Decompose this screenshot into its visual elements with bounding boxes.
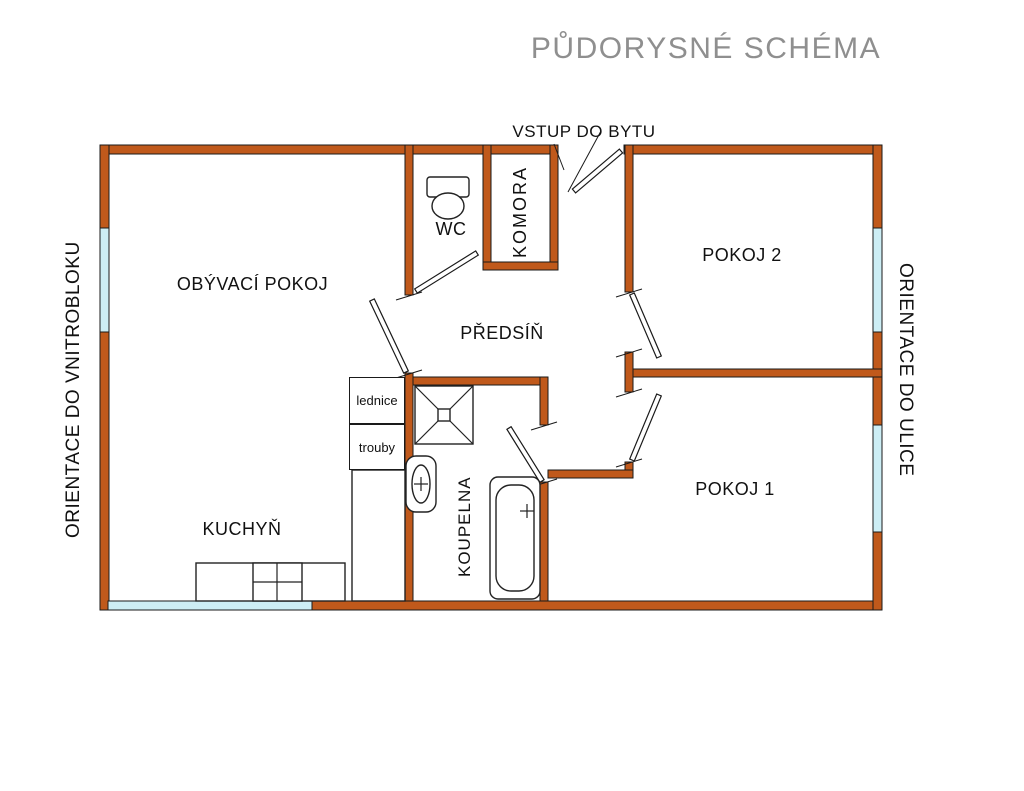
shower-icon [414, 385, 474, 445]
window-left [99, 227, 110, 333]
living-room-door [368, 298, 410, 374]
living-room-label: OBÝVACÍ POKOJ [176, 274, 329, 294]
kitchen-counter [195, 469, 406, 602]
page-title: PŮDORYSNÉ SCHÉMA [530, 32, 882, 65]
entrance-door-jamb [553, 143, 565, 171]
window-right-upper [872, 227, 883, 333]
entrance-label: VSTUP DO BYTU [512, 122, 656, 141]
washbasin-icon [405, 455, 437, 513]
room1-label: POKOJ 1 [695, 479, 775, 499]
room1-door-jamb-bottom [615, 458, 643, 468]
kitchen-unit [351, 469, 406, 602]
living-divider-wall-top [404, 144, 414, 296]
rooms-wall-mid [624, 351, 634, 393]
room2-door-jamb-bottom [615, 348, 643, 358]
hall-label: PŘEDSÍŇ [460, 323, 544, 343]
rooms-wall-top [624, 144, 634, 293]
window-bottom [107, 600, 313, 611]
fridge-label: lednice [356, 393, 398, 408]
room1-door [628, 393, 663, 462]
bathtub-icon [489, 476, 541, 600]
living-door-jamb-top [395, 291, 423, 301]
window-right-lower [872, 424, 883, 533]
bath-door-jamb-top [530, 421, 558, 431]
pantry-bottom-wall [482, 261, 559, 271]
wc-label: WC [435, 219, 467, 239]
toilet-bowl [431, 192, 465, 220]
room2-label: POKOJ 2 [702, 245, 782, 265]
bathroom-door [506, 425, 545, 484]
room2-door [628, 292, 663, 359]
orientation-right-label: ORIENTACE DO ULICE [895, 263, 916, 477]
top-wall-right [623, 144, 883, 155]
left-wall [99, 144, 110, 611]
oven-label: trouby [358, 439, 396, 455]
fridge-box: lednice [349, 377, 405, 424]
entrance-door-swing [567, 130, 602, 193]
pantry-right-wall [549, 144, 559, 271]
toilet-icon [426, 176, 470, 220]
pantry-label: KOMORA [510, 166, 530, 259]
entrance-door [571, 148, 624, 194]
kitchen-label: KUCHYŇ [202, 519, 282, 539]
living-door-jamb-bottom [395, 369, 423, 379]
bathroom-top-wall [412, 376, 549, 386]
room1-door-jamb-top [615, 388, 643, 398]
wc-door [413, 250, 480, 294]
room2-door-jamb-top [615, 288, 643, 298]
pantry-left-wall [482, 144, 492, 271]
bathroom-right-wall-bottom [539, 481, 549, 602]
rooms-divider-wall [632, 368, 883, 378]
oven-box: trouby [349, 424, 405, 470]
bathroom-label: KOUPELNA [455, 476, 474, 578]
shower-drain [437, 408, 451, 422]
bathroom-right-wall-top [539, 376, 549, 426]
hall-bottom-wall [547, 469, 634, 479]
bathtub-inner [495, 484, 535, 592]
orientation-left-label: ORIENTACE DO VNITROBLOKU [63, 241, 84, 539]
